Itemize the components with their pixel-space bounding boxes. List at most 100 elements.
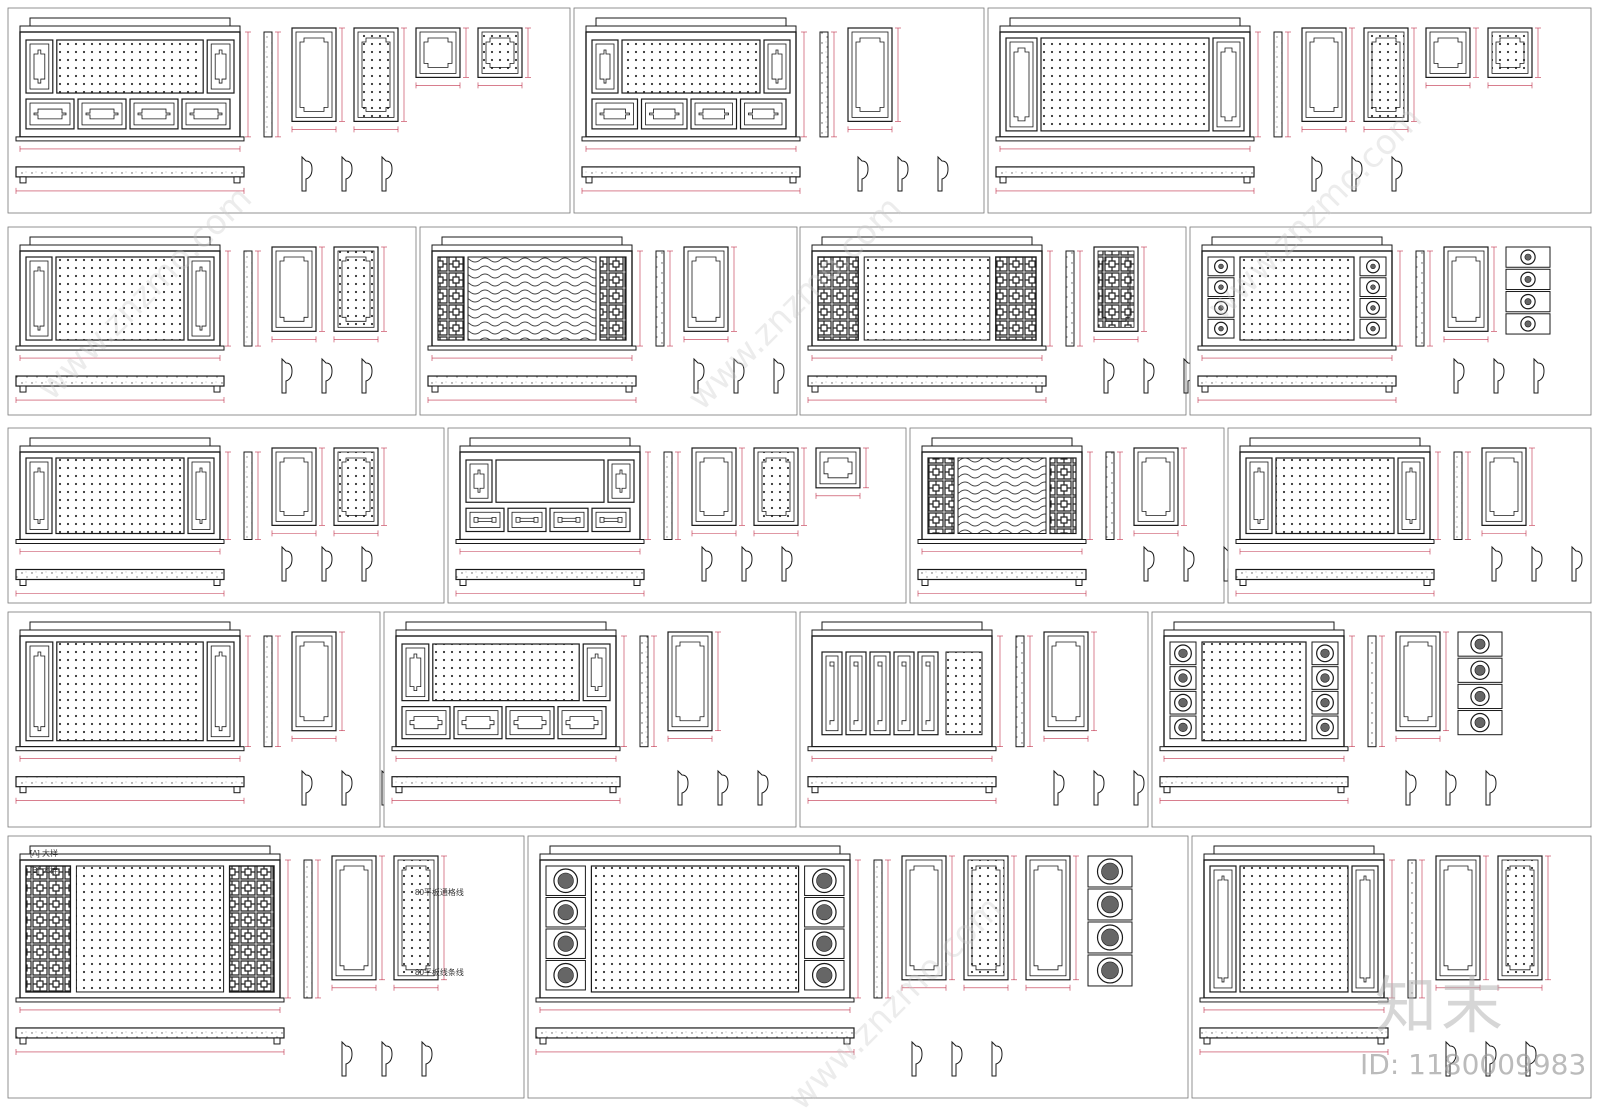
carved-frame (1433, 37, 1463, 68)
carved-frame (599, 49, 611, 84)
plan-foot (459, 579, 467, 586)
medallion-carving (1370, 284, 1376, 290)
cornice-band (431, 244, 633, 252)
plan-section (15, 568, 225, 581)
molding-profile (1133, 769, 1145, 806)
cornice-top (1213, 845, 1375, 855)
molding-profile (281, 357, 293, 394)
plan-section (807, 375, 1047, 387)
molding-profile (1571, 545, 1583, 582)
medallion-carving (557, 872, 574, 889)
door-panel (557, 706, 607, 740)
medallion-carving (1101, 862, 1119, 881)
molding-profile (1525, 1040, 1537, 1077)
carved-frame (971, 865, 1001, 971)
molding-profile (1445, 1040, 1457, 1077)
plan-foot (395, 786, 403, 794)
carved-frame (1495, 37, 1525, 68)
carved-frame (1443, 865, 1473, 971)
door-panel-inset (1491, 31, 1529, 74)
carved-frame (1033, 865, 1063, 971)
door-panel-inset (873, 655, 887, 732)
plan-section (807, 776, 997, 788)
door-panel-inset (1399, 635, 1437, 728)
plan-section (1197, 375, 1397, 387)
plan-foot (233, 786, 241, 794)
medallion-carving (1178, 673, 1188, 683)
skirting (427, 345, 637, 351)
carved-frame (1253, 467, 1265, 524)
plan-foot (213, 385, 221, 393)
molding-profile (733, 357, 745, 394)
door-panel-inset (29, 461, 49, 530)
door-panel (640, 98, 688, 130)
carved-frame (1451, 256, 1481, 322)
door-panel-inset (275, 250, 313, 328)
door-panel (206, 39, 235, 94)
medallion-carving (1370, 305, 1376, 311)
door-panel-inset (1429, 31, 1467, 74)
cornice-band (1203, 853, 1385, 861)
plan-section (1159, 776, 1349, 788)
carved-frame (473, 517, 497, 523)
door-panel (331, 855, 377, 981)
door-panel (507, 507, 547, 533)
carved-frame (1505, 865, 1535, 971)
molding-profile (301, 769, 313, 806)
door-panel (739, 98, 787, 130)
molding-profile (897, 155, 909, 192)
cornice-top (821, 621, 983, 631)
door-panel (1025, 855, 1071, 981)
wall-section (1273, 31, 1283, 138)
door-panel-inset (1029, 859, 1067, 977)
cornice-band (19, 25, 241, 33)
lattice-center (1275, 457, 1395, 535)
molding-profile (991, 1040, 1003, 1077)
molding-profile (1391, 155, 1403, 192)
wall-section (663, 451, 673, 540)
door-panel (901, 855, 947, 981)
molding-profile (773, 357, 785, 394)
plan-foot (19, 579, 27, 586)
door-panel-inset (405, 710, 447, 736)
door-panel-inset (825, 655, 839, 732)
door-panel-inset (645, 102, 684, 126)
lattice-center (1201, 641, 1307, 742)
cornice-band (921, 445, 1083, 453)
door-panel (591, 507, 631, 533)
cornice-top (1249, 437, 1421, 447)
plan-foot (921, 579, 929, 586)
lattice-center (1239, 865, 1349, 993)
door-panel (845, 651, 867, 736)
carved-frame (423, 37, 453, 68)
carved-frame (1013, 47, 1030, 122)
carved-frame (361, 37, 391, 112)
wave-stone-center (957, 457, 1047, 534)
plan-foot (811, 385, 819, 393)
molding-profile (1453, 357, 1465, 394)
carved-frame (565, 716, 599, 730)
molding-profile (281, 545, 293, 582)
molding-profile (1143, 545, 1155, 582)
plan-foot (843, 1037, 851, 1045)
door-panel-inset (967, 859, 1005, 977)
plan-foot (609, 786, 617, 794)
molding-profile (341, 1040, 353, 1077)
lattice-center (1239, 256, 1355, 341)
door-panel-inset (357, 31, 395, 118)
plan-foot (273, 1037, 281, 1045)
plan-foot (811, 786, 819, 794)
plan-foot (585, 176, 593, 184)
door-panel-inset (849, 655, 863, 732)
cornice-band (1163, 629, 1345, 637)
door-panel (291, 631, 337, 732)
carved-frame (214, 49, 227, 84)
door-panel (1301, 27, 1347, 122)
door-panel-inset (29, 102, 71, 126)
skirting (391, 746, 621, 752)
door-panel-inset (757, 451, 795, 522)
door-panel-inset (509, 710, 551, 736)
carved-frame (189, 108, 223, 120)
door-panel-inset (405, 647, 426, 698)
plan-section (427, 375, 637, 387)
